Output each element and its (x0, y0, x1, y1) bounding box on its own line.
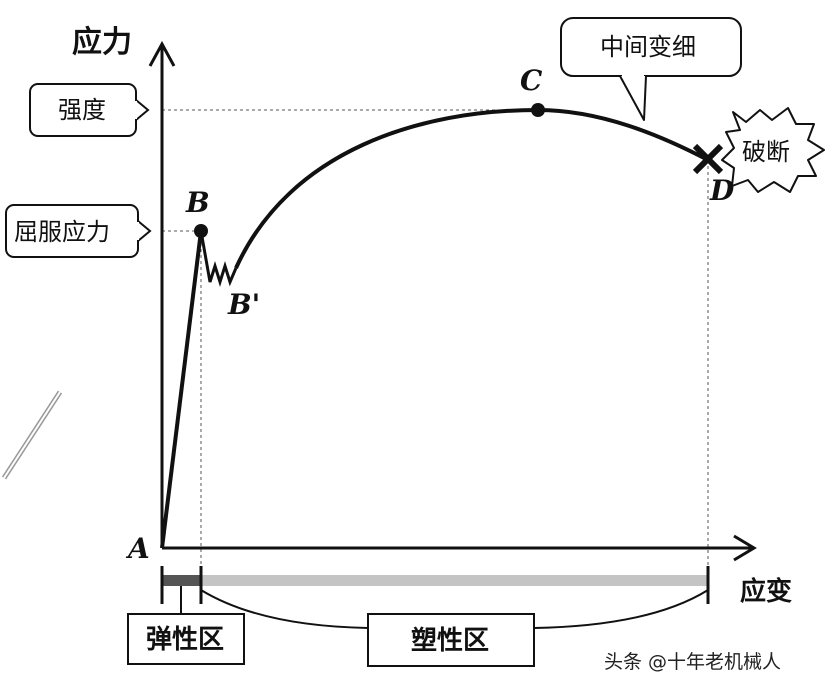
watermark-text: 头条 @十年老机械人 (604, 651, 781, 673)
yield-stress-label: 屈服应力 (14, 218, 110, 246)
fracture-x-marker (692, 143, 724, 175)
point-b-marker (194, 224, 208, 238)
point-c-label: C (520, 64, 543, 97)
stress-curve (234, 107, 709, 269)
plastic-region-box: 塑性区 (367, 613, 535, 667)
y-axis-label: 应力 (72, 25, 132, 60)
yield-zigzag (199, 230, 238, 288)
fracture-callout: 破断 (721, 107, 825, 193)
strength-label: 强度 (58, 96, 106, 124)
strength-callout: 强度 (29, 83, 150, 137)
point-c-marker (531, 103, 545, 117)
y-axis-arrow (148, 40, 176, 67)
elastic-region-label: 弹性区 (146, 625, 224, 655)
elastic-region-bar (162, 575, 201, 586)
plastic-region-label: 塑性区 (411, 626, 489, 656)
plastic-brace-left (200, 589, 369, 629)
elastic-region-box: 弹性区 (127, 613, 245, 665)
point-b-label: B (185, 186, 210, 219)
necking-label: 中间变细 (600, 33, 696, 61)
stray-stroke-inner (3, 391, 61, 479)
necking-callout: 中间变细 (560, 17, 742, 121)
x-axis-arrow (733, 534, 757, 562)
plastic-region-bar (201, 575, 708, 586)
plastic-brace-right (533, 589, 709, 629)
point-b-prime-label: B' (227, 288, 260, 321)
elastic-line (160, 230, 203, 549)
x-axis-label: 应变 (740, 576, 792, 607)
yield-callout: 屈服应力 (5, 204, 152, 258)
point-a-label: A (125, 532, 150, 565)
point-d-label: D (709, 174, 735, 207)
fracture-label: 破断 (742, 138, 790, 166)
